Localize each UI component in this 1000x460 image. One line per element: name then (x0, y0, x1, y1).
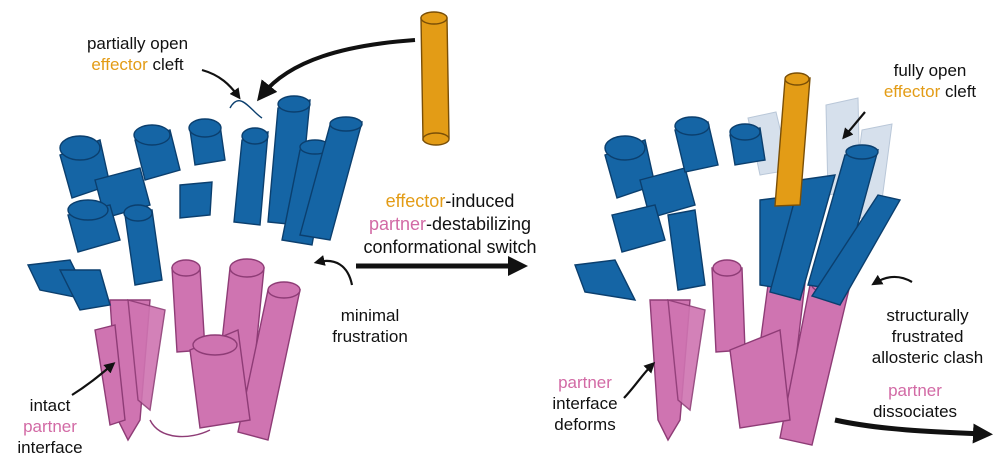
intact-line: intact (29, 396, 71, 415)
induced-word: -induced (445, 191, 515, 211)
clash-line: allosteric clash (871, 348, 984, 367)
partner-word: partner (888, 381, 942, 400)
full-cleft-line1: fully open (893, 61, 967, 80)
interface-line: interface (17, 438, 83, 457)
switch-line2: partner-destabilizing (355, 213, 545, 236)
effector-word: effector (883, 82, 941, 101)
switch-line1: effector-induced (355, 190, 545, 213)
switch-label: effector-induced partner-destabilizing c… (355, 190, 545, 259)
interface-line: interface (552, 394, 618, 413)
left-protein (26, 95, 363, 442)
right-effector-domain (574, 116, 902, 306)
right-partner-domain (649, 259, 851, 446)
deform-pointer (623, 361, 656, 399)
minimal-line: minimal (340, 306, 400, 325)
interface-deforms-label: partner interface deforms (540, 372, 630, 435)
effector-word: effector (91, 55, 148, 74)
allosteric-clash-label: structurally frustrated allosteric clash (860, 305, 995, 368)
partner-dissociates-label: partner dissociates (860, 380, 970, 422)
structurally-line: structurally (886, 306, 969, 325)
intact-interface-pointer (71, 362, 116, 396)
left-effector-domain (26, 95, 363, 311)
deforms-line: deforms (554, 415, 616, 434)
full-cleft-label: fully open effector cleft (870, 60, 990, 102)
cleft-word: cleft (147, 55, 184, 74)
partial-cleft-line1: partially open (86, 34, 189, 53)
full-cleft-pointer (842, 111, 866, 140)
minimal-frustration-label: minimal frustration (315, 305, 425, 347)
dissociation-arrow (834, 417, 993, 444)
clash-pointer (871, 274, 913, 286)
switch-line3: conformational switch (363, 237, 537, 257)
right-protein (574, 72, 902, 446)
cleft-word: cleft (940, 82, 977, 101)
destabilizing-word: -destabilizing (425, 214, 532, 234)
annotation-arrows (71, 38, 993, 444)
minimal-frustration-pointer (313, 255, 354, 286)
partner-word: partner (368, 214, 426, 234)
partial-cleft-pointer (201, 68, 241, 100)
effector-approach-arrow (256, 38, 416, 102)
partner-word: partner (23, 417, 77, 436)
partial-cleft-line2: effector cleft (75, 54, 200, 75)
full-cleft-line2: effector cleft (870, 81, 990, 102)
dissociates-line: dissociates (872, 402, 958, 421)
partner-word: partner (558, 373, 612, 392)
frustrated-line: frustrated (891, 327, 964, 346)
intact-interface-label: intact partner interface (10, 395, 90, 458)
frustration-line: frustration (332, 327, 408, 346)
effector-helix (420, 11, 450, 146)
left-partner-domain (94, 258, 301, 442)
bound-effector-helix (774, 72, 811, 207)
partial-cleft-label: partially open effector cleft (75, 33, 200, 75)
effector-word: effector (385, 191, 446, 211)
